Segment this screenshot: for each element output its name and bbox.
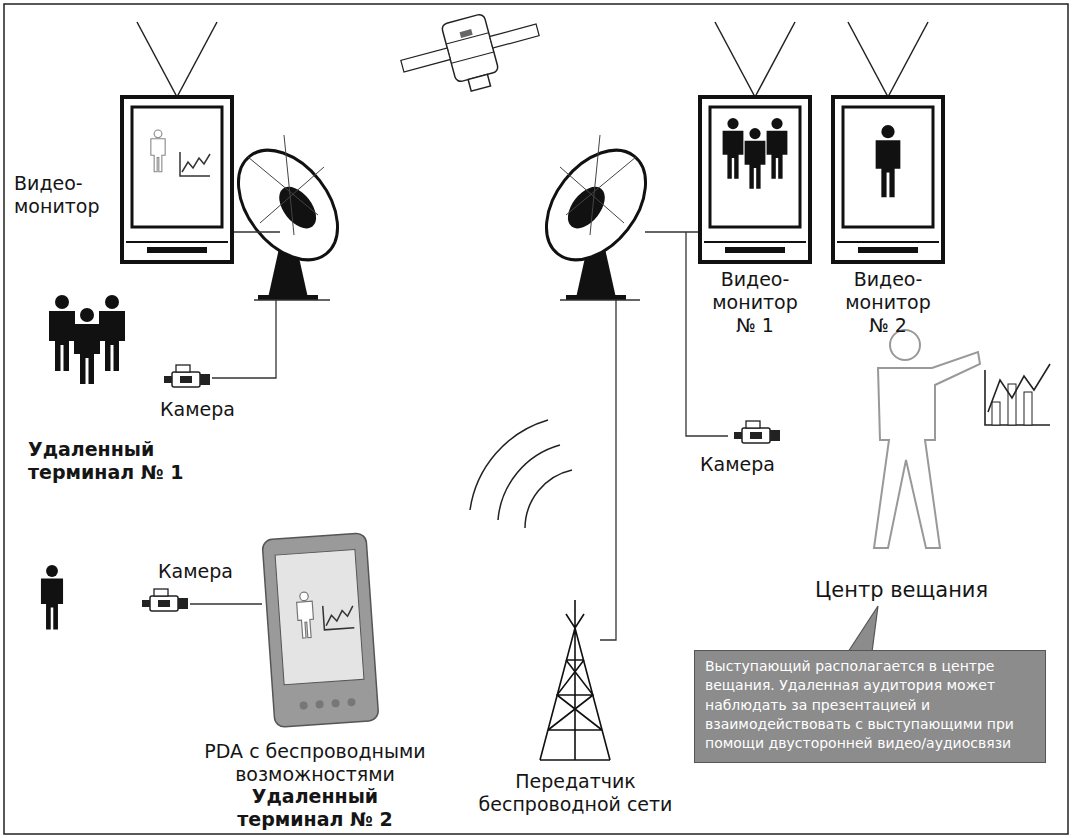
pda-device — [315, 700, 324, 709]
device-label: Видео- монитор — [14, 172, 114, 218]
video-monitor — [700, 22, 810, 262]
audience-group — [99, 295, 125, 371]
audience-group — [49, 295, 75, 371]
satellite-symbol — [451, 52, 494, 63]
video-monitor — [723, 118, 788, 189]
transmitter-tower — [540, 628, 610, 760]
camera-symbol — [734, 421, 780, 443]
radio-waves — [525, 470, 572, 528]
pda-device — [331, 699, 340, 708]
camera-symbol — [164, 365, 210, 387]
device-label: Камера — [160, 398, 260, 421]
chart-symbol — [1024, 392, 1032, 425]
satellite-symbol — [490, 24, 539, 48]
site-label: Центр вещания — [815, 578, 1015, 604]
satellite-dish — [218, 132, 357, 300]
audience-group — [49, 295, 125, 384]
frame — [4, 4, 1068, 834]
satellite-dish — [218, 132, 357, 300]
video-monitor — [151, 130, 165, 172]
satellite-dish — [526, 132, 665, 300]
transmitter-tower — [540, 759, 610, 761]
satellite-symbol — [468, 74, 490, 91]
callout-text: Выступающий располагается в центре вещан… — [705, 657, 1035, 754]
video-monitor — [180, 152, 210, 176]
device-label: Видео- монитор № 2 — [838, 268, 938, 338]
pda-device — [323, 604, 355, 630]
satellite-dish — [526, 132, 665, 300]
transmitter-tower — [540, 600, 610, 760]
radio-waves — [470, 420, 548, 510]
camera-symbol — [164, 365, 210, 387]
satellite-symbol — [401, 48, 450, 72]
person-figure — [41, 565, 63, 630]
pda-device — [299, 701, 308, 710]
pda-device — [347, 698, 356, 707]
chart-symbol — [988, 364, 1050, 412]
pda-device — [262, 533, 379, 728]
pda-device — [275, 550, 364, 685]
satellite-symbol — [441, 13, 499, 82]
chart-symbol — [992, 402, 1000, 425]
camera-symbol — [142, 589, 188, 611]
chart-symbol — [985, 364, 1050, 425]
presenter-figure — [874, 352, 980, 548]
video-monitor — [876, 125, 901, 197]
device-label: Видео- монитор № 1 — [705, 268, 805, 338]
pda-device — [296, 592, 315, 639]
device-label: PDA с беспроводными возможностями — [195, 740, 435, 786]
chart-symbol — [985, 370, 1050, 425]
site-label: Удаленный терминал № 1 — [28, 438, 218, 484]
wire — [190, 603, 262, 604]
chart-symbol — [1008, 384, 1016, 425]
video-monitor — [745, 128, 766, 189]
camera-symbol — [734, 421, 780, 443]
video-monitor — [767, 118, 788, 179]
wire — [212, 232, 330, 378]
pda-device — [262, 533, 379, 728]
video-monitor — [833, 22, 943, 262]
wire — [560, 232, 728, 640]
satellite-symbol — [395, 1, 549, 107]
video-monitor — [122, 22, 232, 262]
video-monitor — [723, 118, 744, 179]
transmitter-tower — [566, 600, 584, 628]
device-label: Камера — [158, 560, 258, 583]
callout-box: Выступающий располагается в центре вещан… — [694, 650, 1046, 763]
video-monitor — [833, 22, 943, 262]
audience-group — [74, 308, 100, 384]
device-label: Передатчик беспроводной сети — [478, 770, 673, 816]
site-label: Удаленный терминал № 2 — [215, 785, 415, 831]
video-monitor — [122, 22, 232, 262]
camera-symbol — [142, 589, 188, 611]
presenter-figure — [874, 330, 980, 548]
callout-pointer — [848, 606, 878, 652]
device-label: Камера — [700, 453, 800, 476]
satellite-symbol — [460, 29, 473, 38]
video-monitor — [700, 22, 810, 262]
transmitter-tower — [548, 660, 602, 730]
radio-waves — [470, 420, 572, 528]
